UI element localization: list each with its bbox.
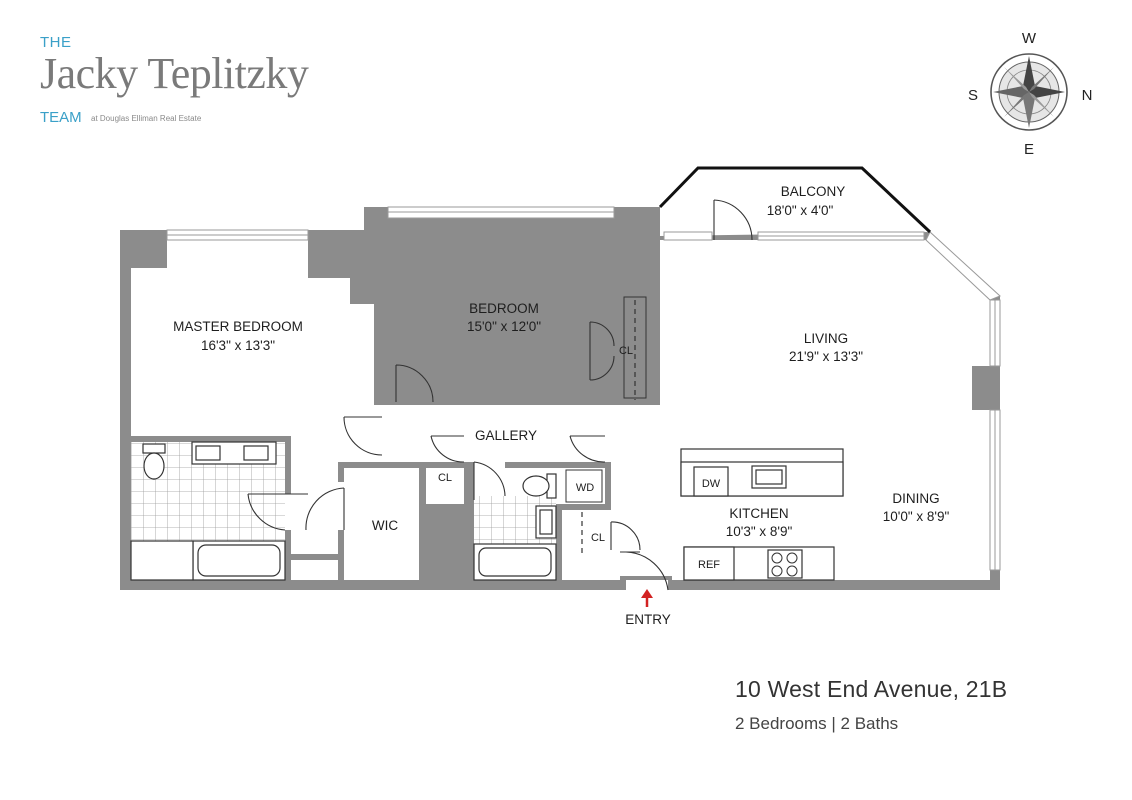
room-floors [344, 468, 611, 580]
entry-closet-label: CL [591, 532, 605, 544]
bedroom-closet-label: CL [619, 345, 633, 357]
master-toilet-icon [142, 443, 166, 480]
bedroom-size: 15'0" x 12'0" [467, 319, 541, 334]
kitchen-size: 10'3" x 8'9" [726, 524, 793, 539]
washer-dryer-label: WD [576, 482, 594, 494]
entry-label: ENTRY [625, 612, 671, 627]
compass-north-label: N [1082, 87, 1093, 104]
refrigerator-label: REF [698, 559, 720, 571]
balcony-label: BALCONY [781, 184, 846, 199]
living-size: 21'9" x 13'3" [789, 349, 863, 364]
living-label: LIVING [804, 331, 848, 346]
cooktop-icon [771, 552, 798, 577]
shower-icon [130, 540, 194, 581]
windows [166, 206, 1001, 571]
gallery-closet-label: CL [438, 472, 452, 484]
master-vanity-icon [191, 441, 277, 465]
compass-rose-icon [990, 53, 1068, 131]
logo-subtitle: at Douglas Elliman Real Estate [91, 114, 202, 123]
dishwasher-label: DW [702, 478, 721, 490]
doors [247, 199, 753, 591]
compass-south-label: S [968, 87, 978, 104]
dining-label: DINING [892, 491, 939, 506]
compass-west-label: W [1022, 30, 1037, 47]
closet-rods [581, 300, 636, 556]
second-toilet-icon [522, 473, 557, 499]
balcony-size: 18'0" x 4'0" [767, 203, 834, 218]
master-bedroom-size: 16'3" x 13'3" [201, 338, 275, 353]
second-bathtub-icon [473, 543, 557, 581]
entry-arrow-icon [641, 589, 653, 607]
master-bathtub-icon [192, 540, 286, 581]
kitchen-label: KITCHEN [729, 506, 788, 521]
master-bedroom-label: MASTER BEDROOM [173, 319, 303, 334]
logo-the: THE [40, 34, 72, 51]
wic-label: WIC [372, 518, 398, 533]
listing-address: 10 West End Avenue, 21B [735, 676, 1008, 702]
bedroom-label: BEDROOM [469, 301, 539, 316]
balcony-rail [658, 166, 932, 234]
brand-logo: THE Jacky Teplitzky TEAM at Douglas Elli… [40, 34, 360, 134]
gallery-label: GALLERY [475, 428, 537, 443]
logo-team: TEAM [40, 109, 82, 126]
logo-name: Jacky Teplitzky [40, 49, 309, 98]
dining-size: 10'0" x 8'9" [883, 509, 950, 524]
compass-east-label: E [1024, 141, 1034, 158]
second-sink-icon [535, 505, 557, 539]
listing-details: 2 Bedrooms | 2 Baths [735, 714, 899, 733]
